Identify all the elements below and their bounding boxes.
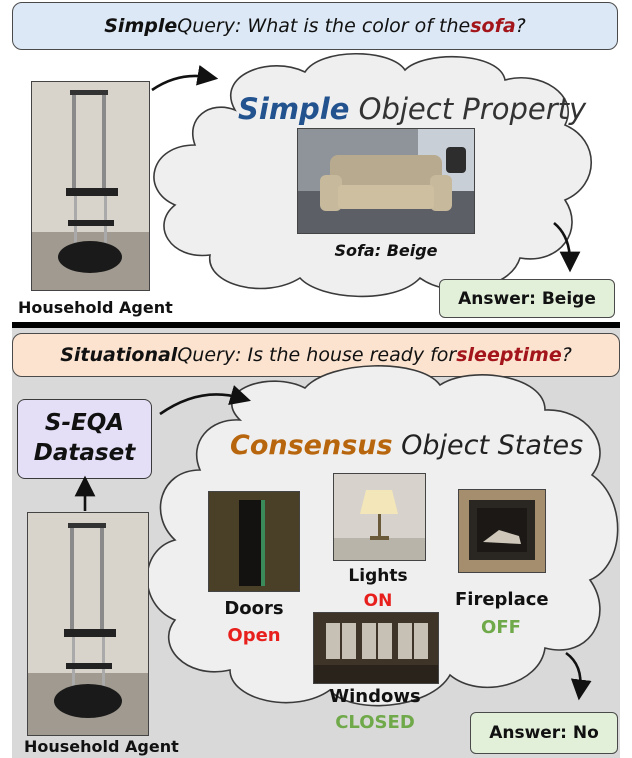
- fireplace-label: Fireplace: [455, 589, 549, 610]
- consensus-cloud-title: Consensus Object States: [230, 430, 583, 461]
- arrow-agent-to-cloud: [151, 65, 581, 273]
- answer-beige: Answer: Beige: [439, 279, 615, 318]
- simple-cloud-title: Simple Object Property: [238, 92, 586, 126]
- simple-query-keyword: sofa: [470, 15, 516, 37]
- windows-label: Windows: [329, 686, 421, 707]
- agent-label-bottom: Household Agent: [24, 737, 179, 756]
- simple-title-emph: Simple: [238, 92, 350, 126]
- windows-photo: [313, 612, 439, 684]
- situational-query-box: Situational Query: Is the house ready fo…: [12, 333, 620, 377]
- dataset-line1: S-EQA: [44, 410, 125, 436]
- windows-state: CLOSED: [335, 712, 415, 733]
- sofa-photo: [297, 128, 475, 234]
- doors-label: Doors: [224, 598, 284, 619]
- answer-no: Answer: No: [470, 712, 618, 754]
- consensus-title-emph: Consensus: [230, 430, 393, 461]
- bottom-arrows: [74, 385, 592, 701]
- dataset-line2: Dataset: [33, 440, 136, 466]
- divider: [12, 322, 620, 328]
- lights-state: ON: [363, 591, 393, 611]
- fireplace-state: OFF: [481, 617, 521, 638]
- situational-query-suffix: ?: [561, 344, 572, 366]
- simple-query-prefix: Simple: [104, 15, 178, 37]
- sofa-caption: Sofa: Beige: [334, 241, 438, 260]
- simple-title-rest: Object Property: [349, 92, 587, 126]
- lights-photo: [333, 473, 426, 561]
- simple-query-suffix: ?: [515, 15, 526, 37]
- simple-query-box: Simple Query: What is the color of the s…: [12, 2, 618, 50]
- consensus-title-rest: Object States: [392, 430, 584, 461]
- situational-query-keyword: sleeptime: [456, 344, 562, 366]
- seqa-dataset-box: S-EQA Dataset: [17, 399, 152, 479]
- household-agent-photo-bottom: [27, 512, 149, 736]
- agent-label-top: Household Agent: [18, 298, 173, 317]
- lights-label: Lights: [348, 566, 408, 586]
- household-agent-photo-top: [31, 81, 150, 291]
- situational-query-prefix: Situational: [60, 344, 178, 366]
- fireplace-photo: [458, 489, 546, 573]
- situational-query-text: Query: Is the house ready for: [177, 344, 457, 366]
- doors-photo: [208, 491, 300, 592]
- doors-state: Open: [227, 625, 281, 646]
- simple-query-text: Query: What is the color of the: [177, 15, 471, 37]
